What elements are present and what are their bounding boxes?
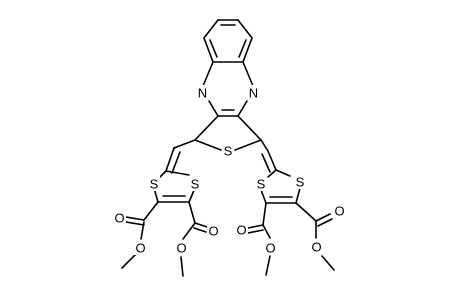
- bond: [209, 39, 218, 58]
- bond: [237, 100, 248, 117]
- bond: [203, 37, 214, 63]
- bond: [202, 61, 214, 87]
- bond: [171, 151, 181, 174]
- bond: [194, 222, 208, 228]
- bond: [295, 187, 301, 204]
- atom-n1: N: [198, 86, 207, 101]
- bond: [188, 201, 196, 224]
- bond: [321, 255, 335, 271]
- atom-s-right-2: S: [296, 175, 305, 190]
- bond: [247, 229, 264, 234]
- atom-o-5: O: [236, 223, 246, 238]
- bond: [140, 221, 145, 240]
- bond: [267, 169, 277, 178]
- bond: [234, 139, 262, 151]
- bond: [265, 255, 271, 276]
- bond: [125, 216, 145, 221]
- atom-o-7: O: [334, 204, 344, 219]
- atom-labels: N N S S S S S O O O O O O O O: [113, 85, 346, 256]
- bond: [121, 253, 137, 269]
- bond: [295, 202, 317, 222]
- atom-s-right-1: S: [257, 177, 266, 192]
- bond: [143, 201, 159, 221]
- bond: [247, 224, 264, 229]
- bond: [180, 256, 184, 277]
- bond: [208, 100, 219, 117]
- bond: [237, 19, 253, 39]
- atom-o-1: O: [114, 211, 124, 226]
- bond: [261, 153, 271, 173]
- bond: [242, 37, 253, 63]
- atom-n2: N: [249, 86, 258, 101]
- bond: [125, 221, 145, 226]
- atom-s-thiophene: S: [224, 144, 233, 159]
- bond: [165, 170, 190, 176]
- atom-o-6: O: [265, 241, 275, 256]
- bond: [262, 224, 271, 239]
- bond: [194, 139, 222, 151]
- bond: [260, 139, 269, 152]
- bond: [260, 189, 267, 204]
- bond: [203, 19, 219, 39]
- bond: [238, 39, 247, 58]
- bond: [159, 170, 167, 178]
- bonds: [121, 19, 335, 277]
- bond: [315, 213, 331, 222]
- bond: [237, 115, 262, 141]
- bond: [242, 61, 254, 87]
- bond: [173, 139, 196, 149]
- atom-o-4: O: [176, 241, 186, 256]
- bond: [165, 147, 175, 172]
- atom-s-left-2: S: [191, 177, 200, 192]
- atom-o-8: O: [311, 240, 321, 255]
- bond: [182, 222, 196, 240]
- bond: [275, 169, 291, 177]
- bond: [194, 115, 219, 141]
- bond: [193, 227, 207, 233]
- atom-s-left-1: S: [150, 177, 159, 192]
- atom-o-2: O: [135, 241, 145, 256]
- bond: [317, 218, 333, 227]
- bond: [262, 202, 267, 226]
- atom-o-3: O: [208, 224, 218, 239]
- bond: [267, 150, 277, 171]
